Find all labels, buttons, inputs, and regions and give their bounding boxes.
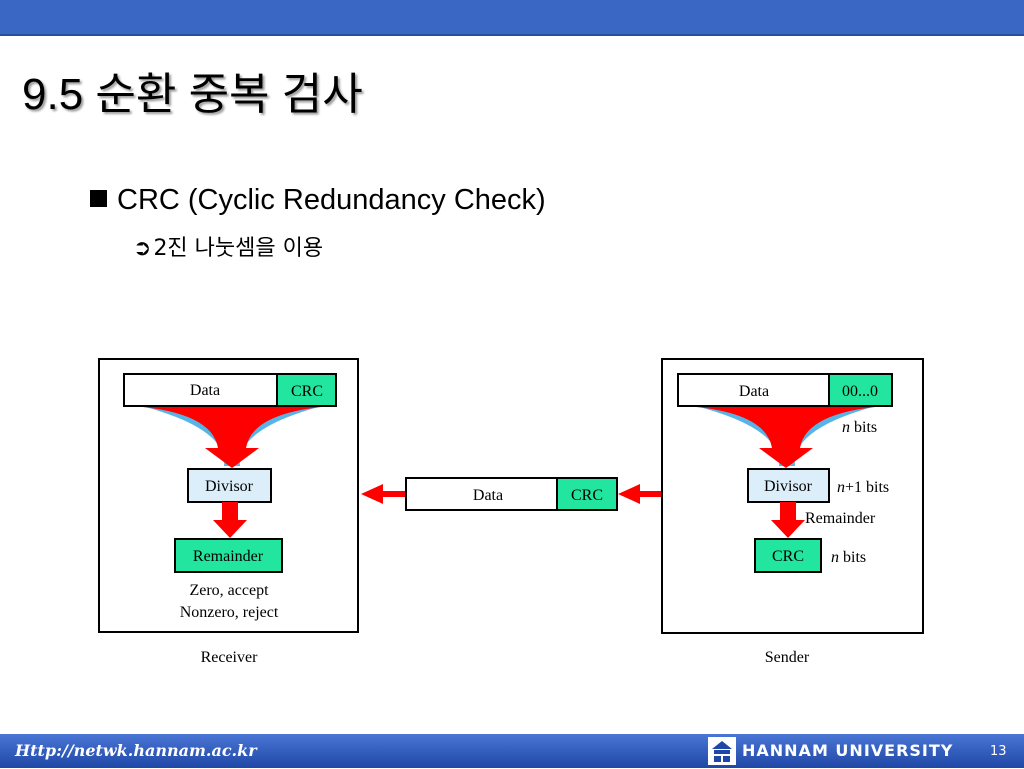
sender-crc-label: CRC <box>772 548 804 565</box>
receiver-crc-label: CRC <box>291 383 323 400</box>
receiver-remainder-label: Remainder <box>193 548 264 565</box>
receiver-crc-box <box>276 373 337 407</box>
receiver-data-box <box>123 373 278 407</box>
sender-n-bits-2-n: n <box>831 549 839 566</box>
slide-title: 9.5 순환 중복 검사 <box>22 70 363 119</box>
channel-left-arrow <box>361 484 405 504</box>
sender-caption: Sender <box>765 649 810 666</box>
bullet-crc: CRC (Cyclic Redundancy Check) <box>90 184 546 217</box>
sender-data-label: Data <box>739 383 769 400</box>
sender-funnel-red <box>686 406 886 468</box>
university-logo-icon <box>708 737 736 765</box>
sender-n-bits-2-rest: bits <box>839 549 866 566</box>
channel-right-arrow <box>618 484 662 504</box>
receiver-remainder-box <box>174 538 283 573</box>
receiver-funnel-red <box>132 406 332 468</box>
footer-url: Http://netwk.hannam.ac.kr <box>15 741 257 760</box>
square-bullet-icon <box>90 190 107 207</box>
sub-bullet-binary-division: ➲2진 나눗셈을 이용 <box>133 230 323 262</box>
sender-crc-box <box>754 538 822 573</box>
channel-data-box <box>405 477 558 511</box>
receiver-divisor-label: Divisor <box>205 478 254 495</box>
receiver-funnel-blue <box>138 405 326 466</box>
sender-divisor-label: Divisor <box>764 478 813 495</box>
sender-zeros-box <box>828 373 893 407</box>
crc-diagram: Data CRC Divisor Remainder Zero, accept … <box>98 358 924 666</box>
receiver-zero-accept: Zero, accept <box>189 582 269 599</box>
sender-zeros-label: 00...0 <box>842 383 878 400</box>
footer-university-name: HANNAM UNIVERSITY <box>742 741 954 760</box>
receiver-data-label: Data <box>190 382 220 399</box>
footer-bar: Http://netwk.hannam.ac.kr HANNAM UNIVERS… <box>0 734 1024 768</box>
sender-n-bits-label: n bits <box>842 419 877 436</box>
channel-crc-box <box>556 477 618 511</box>
channel-crc-label: CRC <box>571 487 603 504</box>
sub-bullet-text: 2진 나눗셈을 이용 <box>153 236 324 261</box>
university-logo-svg <box>708 737 736 765</box>
sender-n1-bits-rest: +1 bits <box>845 479 889 496</box>
sender-remainder-label: Remainder <box>805 510 876 527</box>
top-bar <box>0 0 1024 36</box>
channel-data-label: Data <box>473 487 503 504</box>
sender-n-bits-rest: bits <box>850 419 877 436</box>
receiver-caption: Receiver <box>201 649 259 666</box>
page-number: 13 <box>990 744 1007 759</box>
sender-down-arrow <box>771 502 805 538</box>
arrow-bullet-icon: ➲ <box>133 236 152 261</box>
sender-n1-bits-label: n+1 bits <box>837 479 889 496</box>
sender-n-bits-2-label: n bits <box>831 549 866 566</box>
sender-n-bits-n: n <box>842 419 850 436</box>
bullet-crc-text: CRC (Cyclic Redundancy Check) <box>117 184 546 216</box>
receiver-nonzero-reject: Nonzero, reject <box>180 604 279 621</box>
receiver-down-arrow <box>213 502 247 538</box>
sender-funnel-blue <box>692 405 880 466</box>
sender-n1-bits-n: n <box>837 479 845 496</box>
